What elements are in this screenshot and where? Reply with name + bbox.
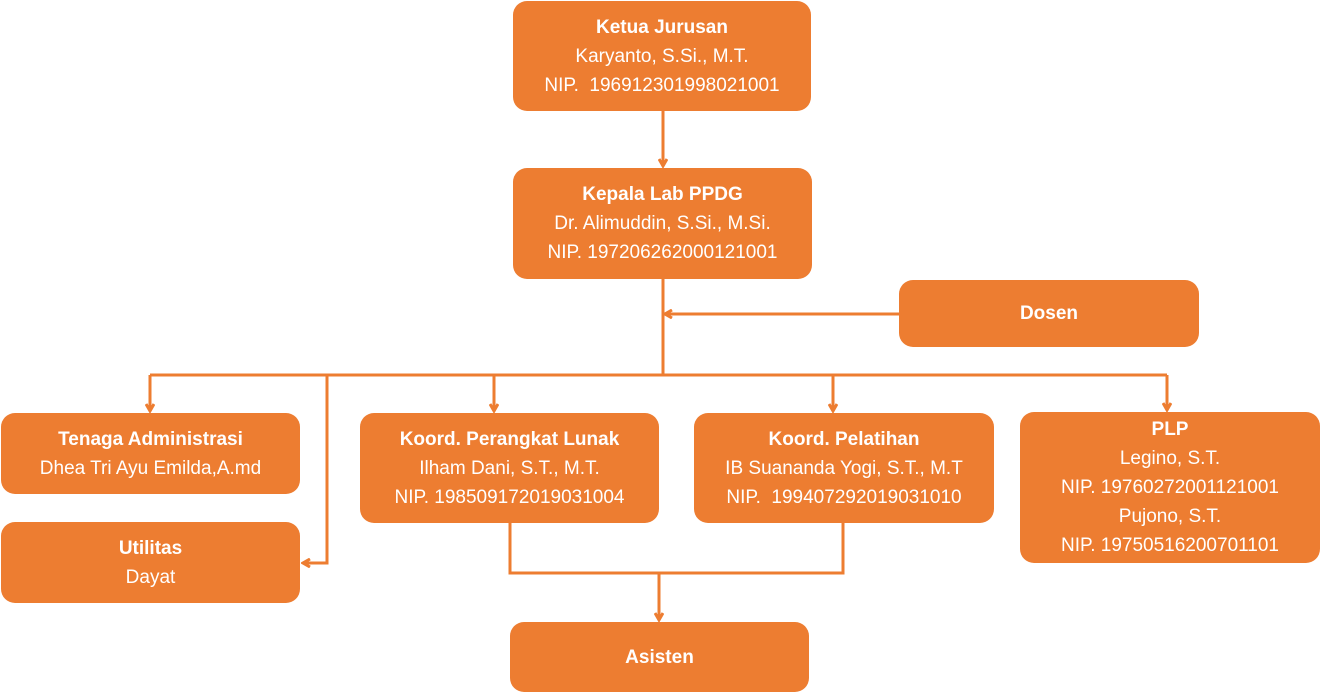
node-title: Asisten <box>625 646 694 668</box>
node-line: NIP. 196912301998021001 <box>544 74 780 96</box>
node-koord-perangkat-lunak: Koord. Perangkat Lunak Ilham Dani, S.T.,… <box>360 413 659 523</box>
node-line: Pujono, S.T. <box>1118 506 1222 527</box>
node-line: Dr. Alimuddin, S.Si., M.Si. <box>554 213 771 234</box>
line-koord-pl-down <box>508 523 845 575</box>
node-line: NIP. 19750516200701101 <box>1060 535 1279 556</box>
node-plp: PLP Legino, S.T. NIP. 19760272001121001 … <box>1020 412 1320 563</box>
node-title: PLP <box>1151 419 1189 440</box>
node-title: Koord. Perangkat Lunak <box>399 428 620 450</box>
node-asisten: Asisten <box>510 622 809 692</box>
node-title: Dosen <box>1019 303 1079 324</box>
node-utilitas: Utilitas Dayat <box>1 522 300 603</box>
node-title: Tenaga Administrasi <box>58 428 243 450</box>
node-title: Kepala Lab PPDG <box>582 184 743 205</box>
node-line: IB Suananda Yogi, S.T., M.T <box>725 457 963 479</box>
node-tenaga-administrasi: Tenaga Administrasi Dhea Tri Ayu Emilda,… <box>1 413 300 494</box>
node-line: NIP. 198509172019031004 <box>394 486 625 508</box>
node-kepala-lab: Kepala Lab PPDG Dr. Alimuddin, S.Si., M.… <box>513 168 812 279</box>
node-koord-pelatihan: Koord. Pelatihan IB Suananda Yogi, S.T.,… <box>694 413 994 523</box>
node-title: Utilitas <box>118 537 183 559</box>
node-title: Ketua Jurusan <box>596 16 728 38</box>
node-line: Legino, S.T. <box>1119 448 1221 469</box>
node-line: NIP. 19760272001121001 <box>1060 477 1279 498</box>
node-dosen: Dosen <box>899 280 1199 347</box>
node-title: Koord. Pelatihan <box>768 428 920 450</box>
node-line: NIP. 199407292019031010 <box>726 486 962 508</box>
node-line: Karyanto, S.Si., M.T. <box>575 45 749 67</box>
node-line: Dayat <box>125 566 176 588</box>
node-line: Dhea Tri Ayu Emilda,A.md <box>39 457 262 479</box>
node-ketua-jurusan: Ketua Jurusan Karyanto, S.Si., M.T. NIP.… <box>513 1 811 111</box>
node-line: Ilham Dani, S.T., M.T. <box>419 457 600 479</box>
arrow-to-utilitas <box>303 375 329 563</box>
node-line: NIP. 197206262000121001 <box>547 242 778 263</box>
